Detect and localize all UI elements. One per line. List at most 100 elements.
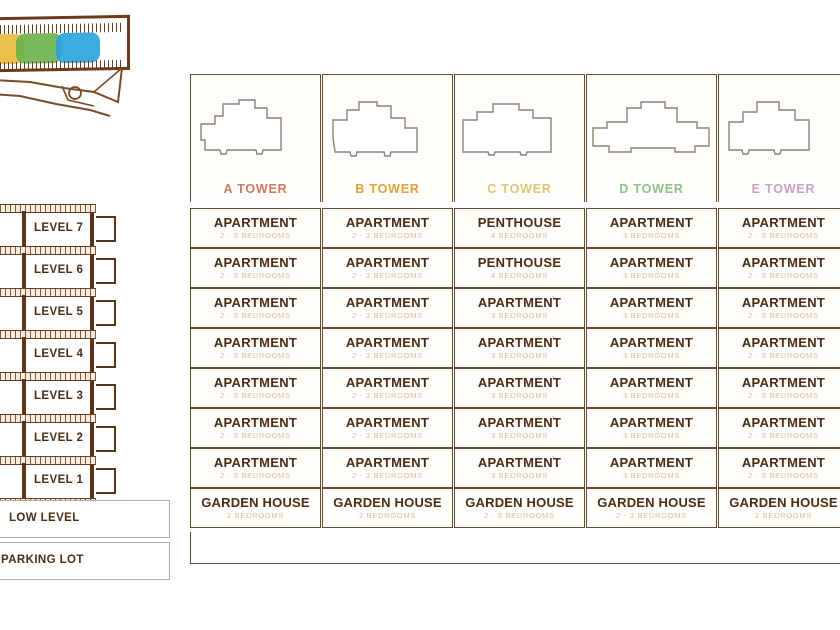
building-level-label: LEVEL 7 (34, 222, 84, 234)
unit-type-label: APARTMENT (345, 375, 430, 391)
low-level-box[interactable]: LOW LEVEL (0, 500, 170, 538)
unit-bedrooms-label: 3 BEDROOMS (622, 311, 680, 321)
unit-bedrooms-label: 3 BEDROOMS (490, 471, 548, 481)
tower-name-label: E TOWER (751, 182, 816, 196)
unit-bedrooms-label: 2 - 3 BEDROOMS (220, 471, 291, 481)
tower-header-c[interactable]: C TOWER (454, 74, 585, 202)
unit-type-label: APARTMENT (609, 255, 694, 271)
floor-slab (0, 372, 96, 381)
unit-type-label: APARTMENT (477, 335, 562, 351)
unit-type-label: APARTMENT (213, 375, 298, 391)
unit-bedrooms-label: 2 - 3 BEDROOMS (748, 391, 819, 401)
unit-bedrooms-label: 2 - 3 BEDROOMS (352, 471, 423, 481)
parking-lot-box[interactable]: PARKING LOT (0, 542, 170, 580)
floor-slab (0, 288, 96, 297)
unit-bedrooms-label: 2 - 3 BEDROOMS (748, 431, 819, 441)
unit-bedrooms-label: 3 BEDROOMS (622, 351, 680, 361)
structural-column (22, 421, 26, 456)
tower-header-e[interactable]: E TOWER (718, 74, 840, 202)
unit-bedrooms-label: 3 BEDROOMS (490, 391, 548, 401)
tower-header-d[interactable]: D TOWER (586, 74, 717, 202)
level-dimension-tick (96, 384, 116, 410)
unit-type-label: APARTMENT (477, 455, 562, 471)
unit-bedrooms-label: 2 - 3 BEDROOMS (352, 311, 423, 321)
unit-type-label: APARTMENT (609, 455, 694, 471)
unit-bedrooms-label: 2 BEDROOMS (754, 511, 812, 521)
tower-e-floorplan-icon (719, 75, 840, 182)
unit-type-label: APARTMENT (741, 375, 826, 391)
unit-type-label: APARTMENT (741, 255, 826, 271)
unit-type-label: PENTHOUSE (477, 255, 562, 271)
unit-type-label: APARTMENT (345, 295, 430, 311)
tower-header-b[interactable]: B TOWER (322, 74, 453, 202)
unit-type-label: GARDEN HOUSE (333, 495, 442, 511)
unit-type-label: APARTMENT (213, 255, 298, 271)
unit-type-label: APARTMENT (741, 335, 826, 351)
unit-bedrooms-label: 2 - 3 BEDROOMS (748, 351, 819, 361)
site-plan-band (0, 14, 130, 73)
unit-bedrooms-label: 3 BEDROOMS (622, 391, 680, 401)
site-plan-zone-blue (56, 32, 100, 64)
building-level-label: LEVEL 2 (34, 432, 84, 444)
unit-bedrooms-label: 2 - 3 BEDROOMS (748, 231, 819, 241)
level-dimension-tick (96, 258, 116, 284)
low-level-label: LOW LEVEL (9, 512, 80, 524)
unit-bedrooms-label: 4 BEDROOMS (490, 271, 548, 281)
unit-type-label: GARDEN HOUSE (729, 495, 838, 511)
unit-type-label: GARDEN HOUSE (465, 495, 574, 511)
unit-bedrooms-label: 3 BEDROOMS (622, 471, 680, 481)
unit-bedrooms-label: 4 BEDROOMS (490, 231, 548, 241)
structural-column (22, 463, 26, 498)
unit-type-label: APARTMENT (213, 215, 298, 231)
unit-bedrooms-label: 2 - 3 BEDROOMS (220, 271, 291, 281)
tower-c-floorplan-icon (455, 75, 584, 182)
unit-type-label: APARTMENT (609, 375, 694, 391)
site-plan-thumbnail[interactable] (0, 14, 132, 118)
tower-header-a[interactable]: A TOWER (190, 74, 321, 202)
unit-bedrooms-label: 2 - 3 BEDROOMS (220, 311, 291, 321)
